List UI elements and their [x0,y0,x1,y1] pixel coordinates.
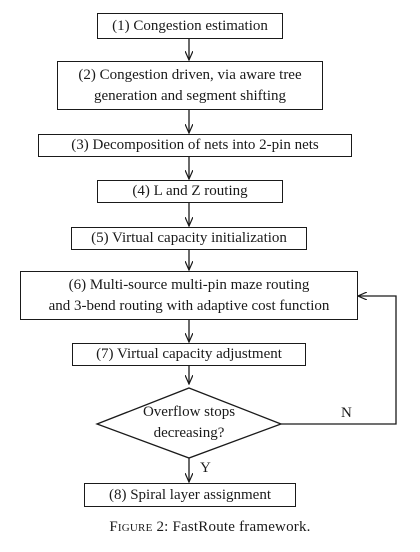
step-6-box: (6) Multi-source multi-pin maze routing … [20,271,358,320]
step-6-label: (6) Multi-source multi-pin maze routing … [48,276,330,314]
step-1-box: (1) Congestion estimation [97,13,283,39]
step-1-label: (1) Congestion estimation [112,17,268,34]
figure-caption-text: : FastRoute framework. [164,519,311,535]
step-2-label: (2) Congestion driven, via aware tree ge… [78,66,302,104]
step-7-box: (7) Virtual capacity adjustment [72,343,306,366]
decision-diamond [95,387,283,459]
decision-yes-label: Y [200,460,211,476]
decision-label: Overflow stops decreasing? [142,404,236,441]
arrow-decision-no-loop [281,296,397,425]
step-8-label: (8) Spiral layer assignment [108,486,272,503]
step-7-label: (7) Virtual capacity adjustment [96,346,282,362]
step-4-label: (4) L and Z routing [132,183,248,199]
step-2-box: (2) Congestion driven, via aware tree ge… [57,61,323,110]
step-4-box: (4) L and Z routing [97,180,283,203]
step-5-box: (5) Virtual capacity initialization [71,227,307,250]
step-8-box: (8) Spiral layer assignment [84,483,296,507]
step-3-box: (3) Decomposition of nets into 2-pin net… [38,134,352,157]
decision-no-label: N [341,405,352,421]
figure-caption: Figure 2: FastRoute framework. [0,519,420,536]
figure-number: Figure 2 [109,519,165,535]
step-3-label: (3) Decomposition of nets into 2-pin net… [71,137,319,153]
step-5-label: (5) Virtual capacity initialization [91,230,287,246]
